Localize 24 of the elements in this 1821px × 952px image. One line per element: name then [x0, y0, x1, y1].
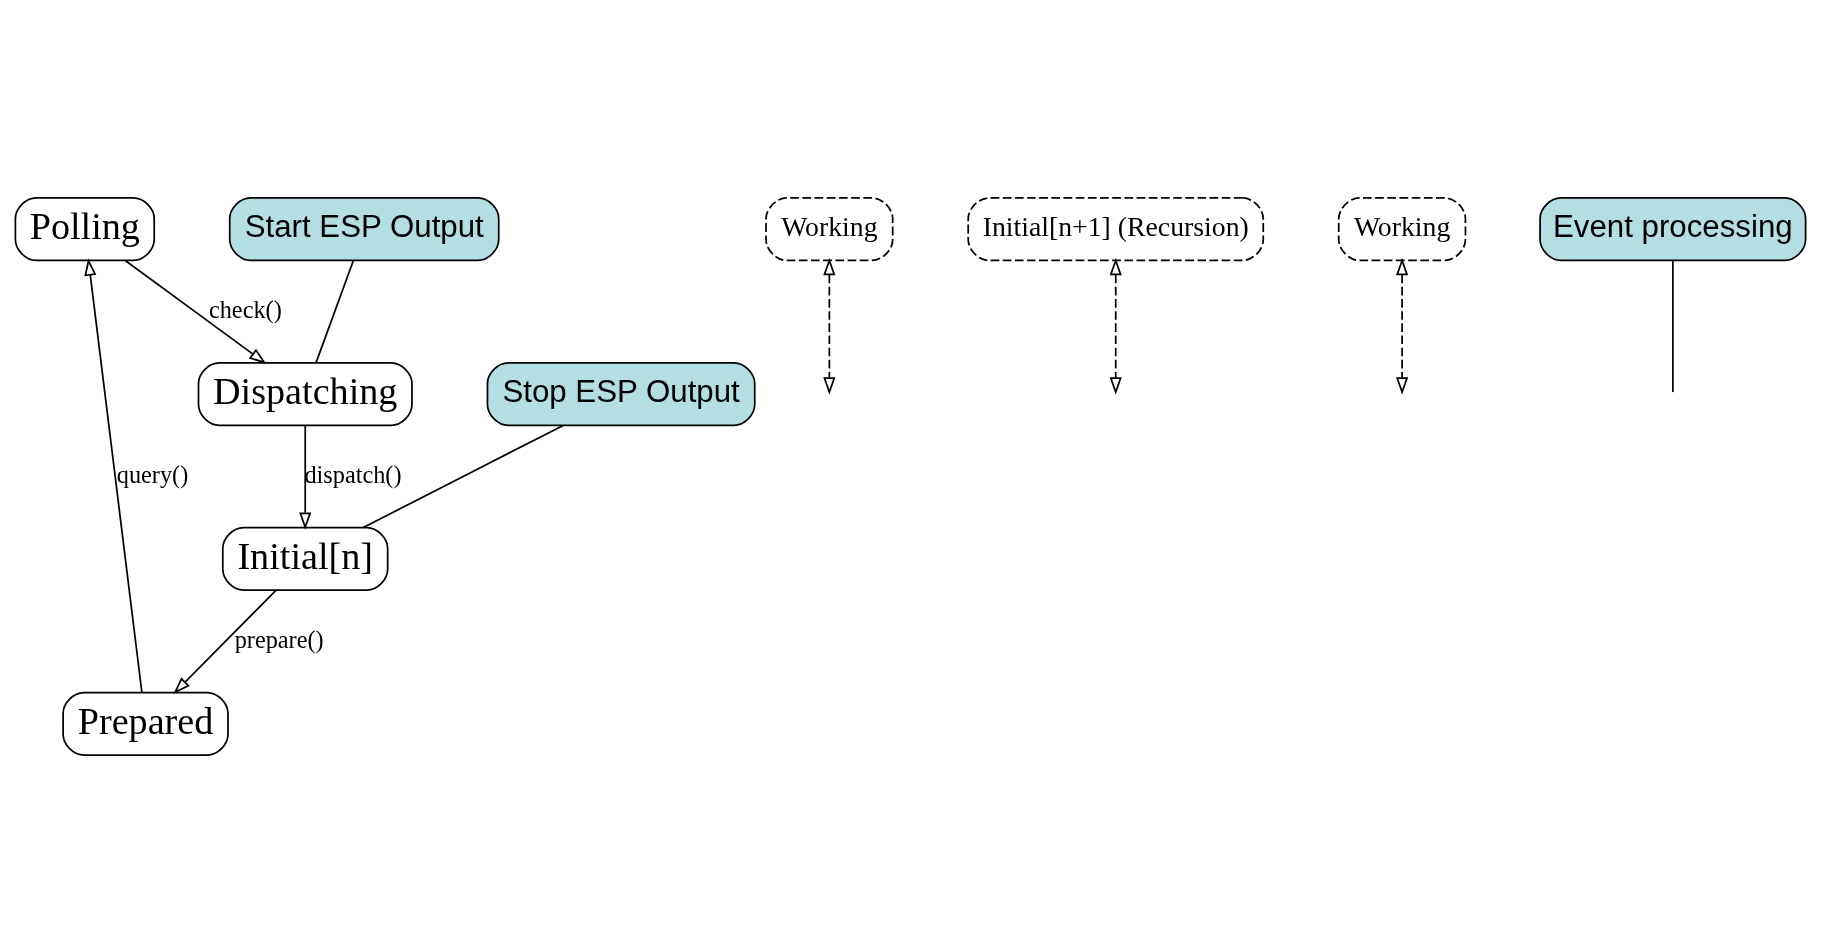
- arrow: [1396, 257, 1409, 395]
- node-box: Working: [1337, 196, 1467, 261]
- node-box: Polling: [14, 196, 156, 261]
- arrow: [173, 588, 277, 694]
- connector: [362, 424, 565, 528]
- edge-label: check(): [208, 295, 282, 323]
- arrow: [299, 424, 312, 530]
- arrow: [124, 259, 267, 364]
- edge-label: prepare(): [234, 625, 324, 653]
- node-box: Start ESP Output: [228, 196, 500, 261]
- node-box: Prepared: [62, 691, 229, 756]
- node-box: Initial[n+1] (Recursion): [967, 196, 1265, 261]
- arrow: [1109, 257, 1122, 395]
- node-box: Dispatching: [197, 361, 413, 426]
- node-box: Stop ESP Output: [486, 361, 756, 426]
- edge-label: dispatch(): [304, 460, 402, 488]
- node-box: Event processing: [1539, 196, 1807, 261]
- connector: [315, 259, 355, 363]
- arrow: [823, 257, 836, 395]
- arrow: [84, 257, 143, 693]
- node-box: Initial[n]: [221, 526, 389, 591]
- connector: [1672, 259, 1674, 393]
- edge-label: query(): [116, 460, 189, 488]
- node-box: Working: [765, 196, 894, 261]
